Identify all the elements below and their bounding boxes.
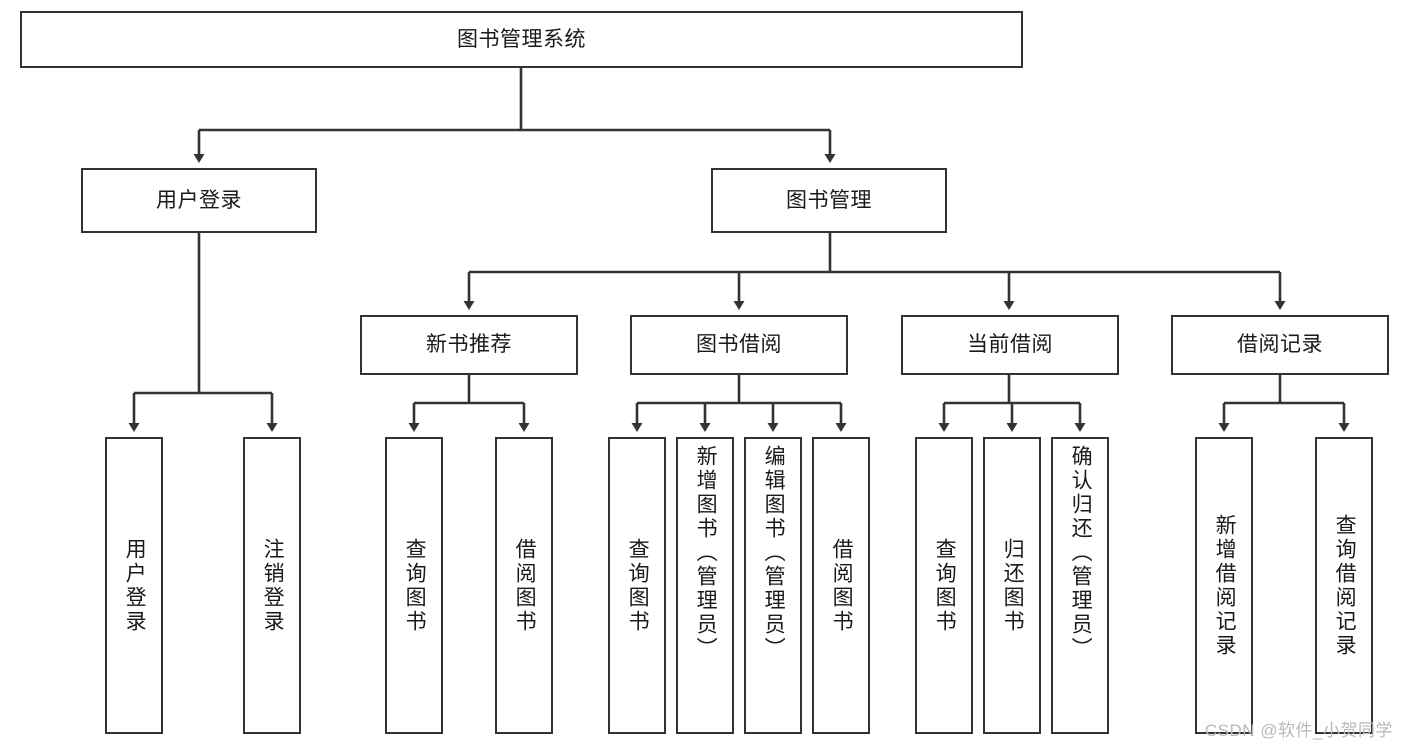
node-new-book-rec-label: 新书推荐	[426, 333, 512, 357]
node-current-borrow-label: 当前借阅	[967, 333, 1053, 357]
node-book-borrow[interactable]: 图书借阅	[630, 315, 848, 375]
node-book-manage-label: 图书管理	[786, 188, 872, 212]
node-current-borrow[interactable]: 当前借阅	[901, 315, 1119, 375]
node-leaf-borrow-book-2[interactable]: 借阅图书	[812, 437, 870, 734]
node-leaf-return-book[interactable]: 归还图书	[983, 437, 1041, 734]
node-new-book-rec[interactable]: 新书推荐	[360, 315, 578, 375]
node-leaf-add-book-label: 新增图书（管理员）	[694, 445, 718, 661]
node-leaf-query-book-1-label: 查询图书	[403, 537, 427, 634]
node-borrow-record[interactable]: 借阅记录	[1171, 315, 1389, 375]
node-leaf-borrow-book-1-label: 借阅图书	[513, 537, 537, 634]
node-leaf-query-book-2-label: 查询图书	[626, 537, 650, 634]
node-book-borrow-label: 图书借阅	[696, 333, 782, 357]
node-book-manage[interactable]: 图书管理	[711, 168, 947, 233]
node-leaf-query-record[interactable]: 查询借阅记录	[1315, 437, 1373, 734]
node-leaf-query-book-3-label: 查询图书	[933, 537, 957, 634]
node-leaf-borrow-book-1[interactable]: 借阅图书	[495, 437, 553, 734]
node-root[interactable]: 图书管理系统	[20, 11, 1023, 68]
node-leaf-confirm-return[interactable]: 确认归还（管理员）	[1051, 437, 1109, 734]
node-root-label: 图书管理系统	[457, 27, 586, 51]
node-leaf-user-login[interactable]: 用户登录	[105, 437, 163, 734]
node-leaf-query-book-3[interactable]: 查询图书	[915, 437, 973, 734]
node-leaf-logout[interactable]: 注销登录	[243, 437, 301, 734]
node-borrow-record-label: 借阅记录	[1237, 333, 1323, 357]
node-leaf-query-record-label: 查询借阅记录	[1333, 513, 1357, 658]
node-leaf-logout-label: 注销登录	[261, 537, 285, 634]
node-leaf-user-login-label: 用户登录	[123, 537, 147, 634]
node-leaf-borrow-book-2-label: 借阅图书	[830, 537, 854, 634]
node-leaf-add-record-label: 新增借阅记录	[1213, 513, 1237, 658]
node-leaf-return-book-label: 归还图书	[1001, 537, 1025, 634]
node-leaf-edit-book[interactable]: 编辑图书（管理员）	[744, 437, 802, 734]
node-user-login-label: 用户登录	[156, 188, 242, 212]
node-leaf-add-record[interactable]: 新增借阅记录	[1195, 437, 1253, 734]
node-leaf-query-book-2[interactable]: 查询图书	[608, 437, 666, 734]
node-leaf-confirm-return-label: 确认归还（管理员）	[1069, 445, 1093, 661]
node-leaf-query-book-1[interactable]: 查询图书	[385, 437, 443, 734]
csdn-watermark: CSDN @软件_小贺同学	[1204, 721, 1393, 740]
node-user-login[interactable]: 用户登录	[81, 168, 317, 233]
node-leaf-edit-book-label: 编辑图书（管理员）	[762, 445, 786, 661]
node-leaf-add-book[interactable]: 新增图书（管理员）	[676, 437, 734, 734]
